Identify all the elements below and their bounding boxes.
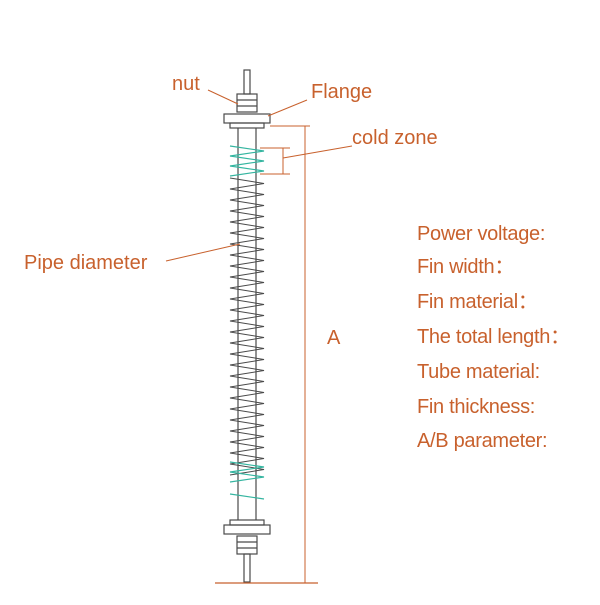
dimension-a	[270, 125, 310, 583]
flange-leader	[267, 99, 308, 117]
pipe-diameter-label: Pipe diameter	[24, 252, 148, 274]
spec-fin-width: Fin width：	[417, 256, 515, 278]
top-flange-washer	[229, 122, 265, 129]
bottom-terminal-rod	[243, 553, 251, 583]
cold-zone-bracket	[260, 145, 353, 175]
bottom-nut	[236, 535, 258, 555]
cold-zone-label: cold zone	[352, 127, 438, 149]
flange-label: Flange	[311, 81, 373, 103]
bottom-flange	[223, 524, 271, 535]
spec-total-length: The total length：	[417, 326, 570, 348]
spec-fin-material: Fin material：	[417, 291, 538, 313]
top-nut	[236, 93, 258, 113]
spiral-fin	[229, 177, 265, 476]
pipe-diameter-leader	[165, 243, 241, 262]
dimension-a-label: A	[327, 327, 341, 349]
fin-accent-top	[229, 145, 265, 177]
top-terminal-rod	[243, 69, 251, 95]
spec-fin-thickness: Fin thickness:	[417, 396, 536, 418]
spec-tube-material: Tube material:	[417, 361, 540, 383]
bottom-flange-washer	[229, 519, 265, 526]
nut-label: nut	[172, 73, 200, 95]
cold-zone-leader	[282, 145, 353, 159]
spec-ab-parameter: A/B parameter:	[417, 430, 548, 452]
nut-leader	[207, 89, 239, 105]
spec-power-voltage: Power voltage:	[417, 223, 546, 245]
finned-heater-element	[223, 69, 271, 583]
fin-accent-bottom	[229, 461, 265, 500]
top-flange	[223, 113, 271, 124]
